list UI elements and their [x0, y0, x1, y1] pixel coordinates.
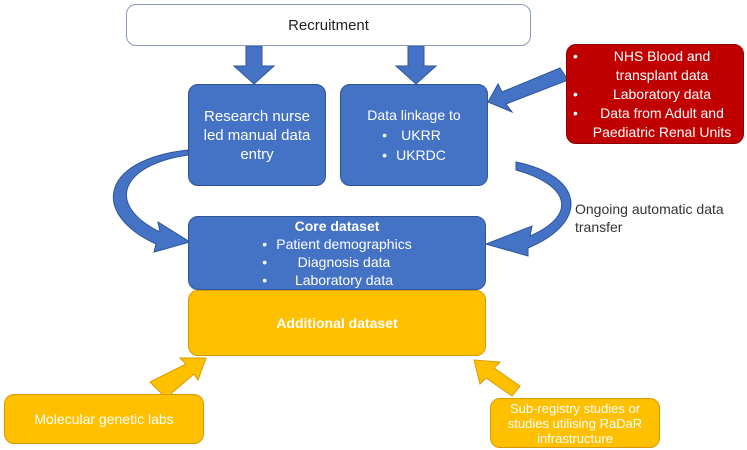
external-sources-list: NHS Blood and transplant data Laboratory…: [573, 47, 737, 142]
data-linkage-list: UKRR UKRDC: [382, 125, 446, 165]
molecular-labs-box: Molecular genetic labs: [4, 394, 204, 444]
core-dataset-box: Core dataset Patient demographics Diagno…: [188, 216, 486, 290]
down-arrow-to-linkage: [394, 45, 438, 85]
core-dataset-item: Diagnosis data: [262, 253, 411, 271]
external-source-item: Laboratory data: [573, 85, 737, 104]
down-arrow-to-nurse: [232, 45, 276, 85]
ongoing-transfer-label: Ongoing automatic data transfer: [575, 201, 724, 235]
curved-arrow-right: [484, 161, 572, 257]
additional-dataset-box: Additional dataset: [188, 290, 486, 356]
data-linkage-item: UKRR: [382, 125, 446, 145]
core-dataset-title: Core dataset: [294, 218, 380, 234]
core-dataset-item: Laboratory data: [262, 271, 411, 289]
sub-registry-label: Sub-registry studies or studies utilisin…: [507, 400, 643, 446]
curved-arrow-left: [113, 149, 192, 253]
up-arrow-from-molecular: [149, 357, 207, 399]
external-sources-box: NHS Blood and transplant data Laboratory…: [566, 44, 744, 144]
external-source-item: Data from Adult and Paediatric Renal Uni…: [573, 104, 737, 142]
data-linkage-box: Data linkage to UKRR UKRDC: [340, 84, 488, 186]
external-source-item: NHS Blood and transplant data: [573, 47, 737, 85]
sub-registry-box: Sub-registry studies or studies utilisin…: [490, 398, 660, 448]
additional-dataset-label: Additional dataset: [276, 315, 398, 331]
core-dataset-item: Patient demographics: [262, 235, 411, 253]
recruitment-box: Recruitment: [126, 4, 531, 46]
data-linkage-item: UKRDC: [382, 145, 446, 165]
up-arrow-from-subregistry: [473, 359, 521, 397]
research-nurse-label: Research nurse led manual data entry: [203, 107, 311, 163]
core-dataset-list: Patient demographics Diagnosis data Labo…: [262, 235, 411, 289]
data-linkage-title: Data linkage to: [367, 107, 461, 123]
recruitment-label: Recruitment: [288, 16, 369, 34]
molecular-labs-label: Molecular genetic labs: [34, 411, 174, 427]
diagonal-arrow-to-linkage: [487, 67, 569, 114]
research-nurse-box: Research nurse led manual data entry: [188, 84, 326, 186]
